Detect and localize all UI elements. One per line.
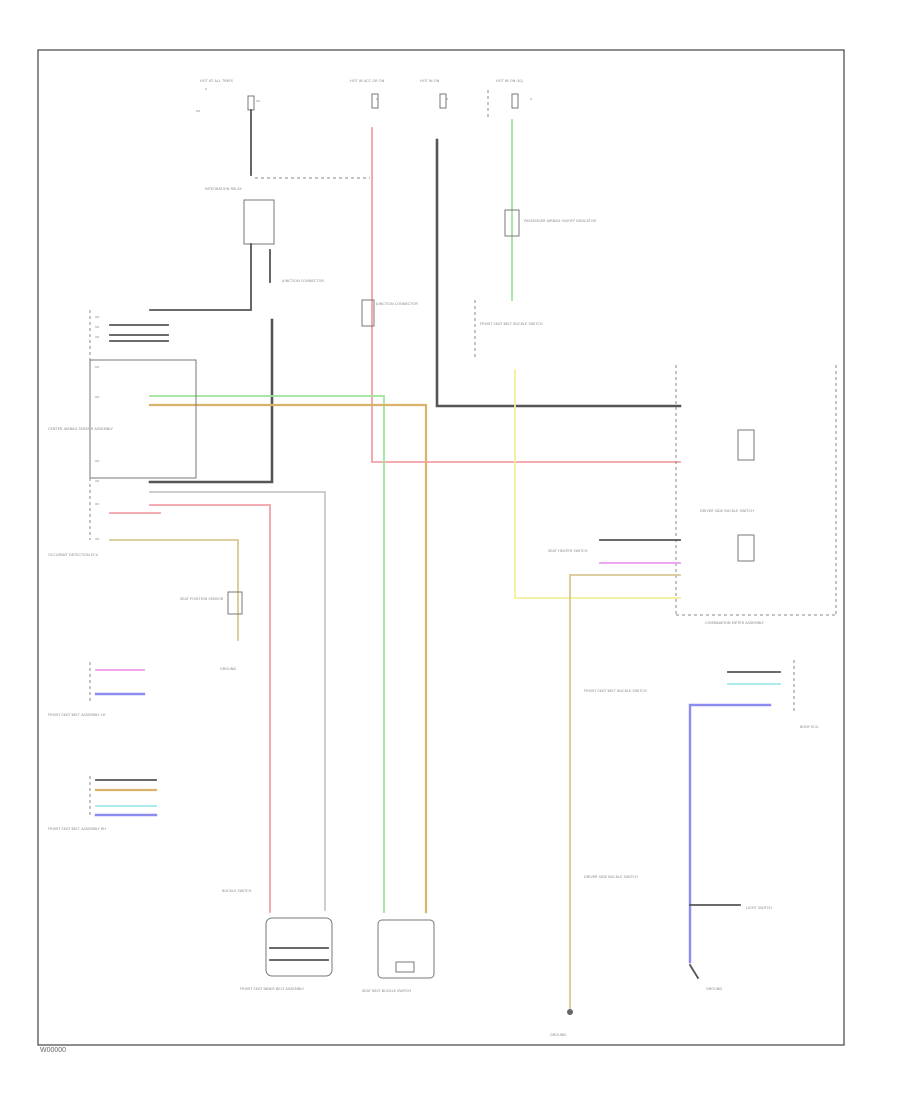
svg-text:xx: xx [95,325,100,329]
fuse-label-1: HOT AT ALL TIMES [200,79,234,83]
right-switch-label: LIGHT SWITCH [746,906,772,910]
conn1-top-label: BUCKLE SWITCH [222,889,252,893]
svg-text:xx: xx [256,99,261,103]
wire-yellow-1 [514,369,681,599]
svg-text:xx: xx [95,479,100,483]
belt-lh-group: FRONT SEAT BELT ASSEMBLY LH [48,662,146,717]
bottom-connector-2-box [377,919,435,979]
ground-mid-label: GROUND [550,1033,566,1037]
ground-right-label: GROUND [706,987,722,991]
svg-text:x: x [205,87,208,91]
bottom-connector-1-box [265,917,333,977]
relay-box [243,199,275,245]
svg-text:xx: xx [95,395,100,399]
fuse-symbol-2 [371,93,379,109]
svg-text:xx: xx [95,315,100,319]
right-module-label: BODY ECU [800,725,819,729]
svg-text:x: x [530,97,533,101]
svg-text:x: x [446,97,449,101]
meter-inner-label: DRIVER SIDE BUCKLE SWITCH [700,509,754,513]
fuse-group-4: HOT IN ON (IG) x [496,79,533,101]
seat-sensor-box [227,591,243,615]
left-module-label: CENTER AIRBAG SENSOR ASSEMBLY [48,427,114,431]
junction-mid-box [361,299,375,327]
left-module: CENTER AIRBAG SENSOR ASSEMBLY OCCUPANT D… [48,310,197,557]
wire-olive-1 [109,539,239,641]
diagram-frame [37,49,845,1046]
fuse-symbol-4 [511,93,519,109]
meter-group: DRIVER SIDE BUCKLE SWITCH COMBINATION ME… [675,365,837,625]
junction-mid-label: JUNCTION CONNECTOR [375,302,418,306]
green-component [504,209,520,237]
seat-sensor-label: SEAT POSITION SENSOR [180,597,224,601]
bottom-connector-1-label: FRONT SEAT INNER BELT ASSEMBLY [240,987,305,991]
wire-orange-1 [148,403,428,914]
wire-red-1 [371,127,681,463]
fuse-group-3: HOT IN ON x [420,79,449,101]
right-switch-contact [688,963,700,980]
fuse-symbol-1 [247,95,255,111]
wire-olive-2 [569,574,681,1011]
fuse-symbol-3 [439,93,447,109]
fuse-group-1: HOT AT ALL TIMES x xx xx [196,79,261,113]
diagram-code: W00000 [40,1047,66,1054]
wire-violet-2 [688,703,772,964]
fuse-group-2: HOT IN ACC OR ON x [350,79,385,101]
buckle-sw-mid-label: FRONT SEAT BELT BUCKLE SWITCH [584,689,647,693]
bottom-connector-2-inner [395,961,415,973]
meter-label: COMBINATION METER ASSEMBLY [705,621,765,625]
fuse-label-4: HOT IN ON (IG) [496,79,524,83]
belt-lh-label: FRONT SEAT BELT ASSEMBLY LH [48,713,106,717]
svg-text:xx: xx [95,537,100,541]
fuse-label-3: HOT IN ON [420,79,440,83]
left-module-box [89,359,197,479]
belt-rh-group: FRONT SEAT BELT ASSEMBLY RH [48,776,158,831]
ground-left-label: GROUND [220,667,236,671]
fuse-label-2: HOT IN ACC OR ON [350,79,385,83]
belt-rh-label: FRONT SEAT BELT ASSEMBLY RH [48,827,106,831]
bottom-connector-2: SEAT BELT BUCKLE SWITCH [362,919,435,993]
bottom-connector-2-label: SEAT BELT BUCKLE SWITCH [362,989,411,993]
svg-text:xx: xx [95,365,100,369]
relay-label: INTEGRATION RELAY [205,187,242,191]
wire-green-1 [149,395,385,913]
bottom-connector-1: BUCKLE SWITCH FRONT SEAT INNER BELT ASSE… [222,889,333,991]
svg-text:xx: xx [95,502,100,506]
meter-element-1 [737,429,755,461]
junction-left-label: JUNCTION CONNECTOR [281,279,324,283]
svg-text:xx: xx [95,459,100,463]
ground-mid-label-top: DRIVER SIDE BUCKLE SWITCH [584,875,638,879]
heater-switch-label: SEAT HEATER SWITCH [548,549,588,553]
wire-black-2 [149,243,252,311]
wire-gray-1 [149,491,326,911]
wire-red-2 [149,504,271,913]
svg-text:xx: xx [95,335,100,339]
indicator-label: PASSENGER AIRBAG ON/OFF INDICATOR [524,219,597,223]
svg-text:xx: xx [196,109,201,113]
left-module-label2: OCCUPANT DETECTION ECU [48,553,99,557]
wire-black-4 [148,318,274,484]
meter-element-2 [737,534,755,562]
ground-mid-point [567,1009,573,1015]
meter-top-label: FRONT SEAT BELT BUCKLE SWITCH [480,322,543,326]
wire-black-5 [435,138,682,408]
